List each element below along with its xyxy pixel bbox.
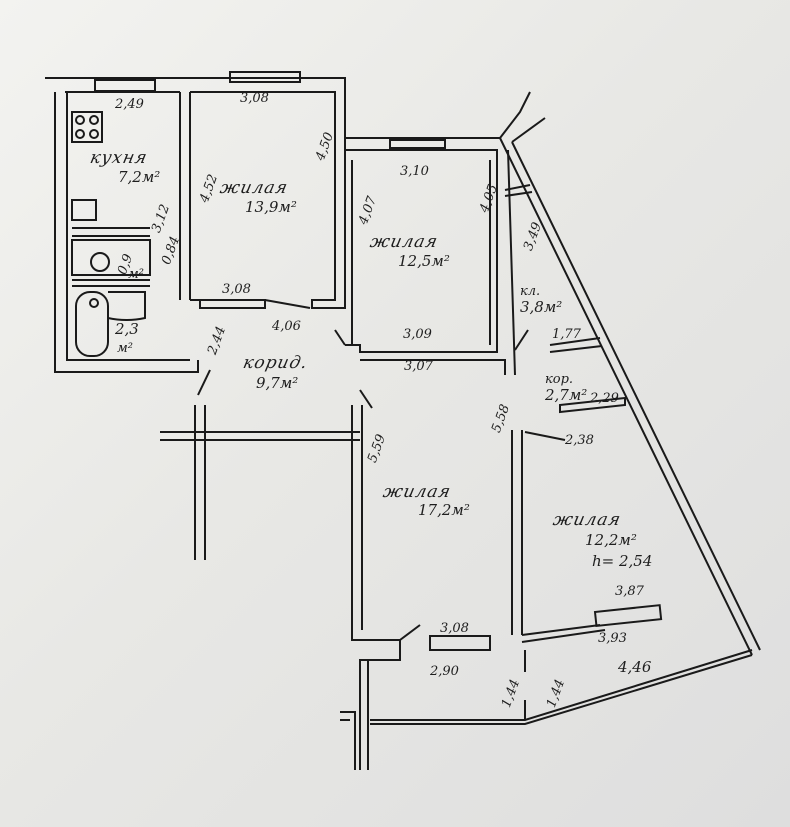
corridor2-area: 2,7м² (545, 386, 588, 404)
balcony-top-dim: 3,93 (598, 631, 627, 646)
bathtub (75, 291, 109, 357)
living4-door-dim: 2,38 (565, 433, 594, 448)
storage-label: кл. (520, 284, 541, 299)
living1-bottom-dim: 3,08 (222, 282, 251, 297)
corridor-label: корид. (241, 353, 310, 373)
storage-width-dim: 1,77 (552, 327, 581, 342)
corridor-area: 9,7м² (256, 374, 299, 392)
balcony-left-dim: 2,90 (430, 664, 459, 679)
living4-bottom-dim: 3,87 (615, 584, 644, 599)
living2-label: жилая (368, 232, 440, 252)
bath-area: 2,3 (115, 320, 139, 338)
balcony-length-dim: 4,46 (618, 658, 652, 676)
corridor2-label: кор. (545, 372, 574, 387)
living3-bottom-dim: 3,08 (440, 621, 469, 636)
kitchen-width-dim: 2,49 (115, 97, 144, 112)
window (94, 79, 156, 92)
corridor2-width-dim: 2,29 (590, 391, 619, 406)
living3-label: жилая (381, 482, 453, 502)
wc-unit: м² (128, 267, 144, 282)
living3-area: 17,2м² (418, 501, 470, 519)
living1-top-dim: 3,08 (240, 91, 269, 106)
living2-top-dim: 3,10 (400, 164, 429, 179)
living3-top-dim: 3,07 (404, 359, 433, 374)
kitchen-label: кухня (88, 148, 150, 168)
living1-area: 13,9м² (245, 198, 297, 216)
living4-label: жилая (551, 510, 623, 530)
bath-unit: м² (117, 341, 133, 356)
corridor-width-dim: 4,06 (272, 319, 301, 334)
living2-area: 12,5м² (398, 252, 450, 270)
living2-bottom-dim: 3,09 (403, 327, 432, 342)
stove (71, 111, 103, 143)
living4-ceiling-height: h= 2,54 (592, 552, 653, 570)
kitchen-area: 7,2м² (118, 168, 161, 186)
storage-area: 3,8м² (520, 298, 563, 316)
living1-label: жилая (218, 178, 290, 198)
living4-area: 12,2м² (585, 531, 637, 549)
